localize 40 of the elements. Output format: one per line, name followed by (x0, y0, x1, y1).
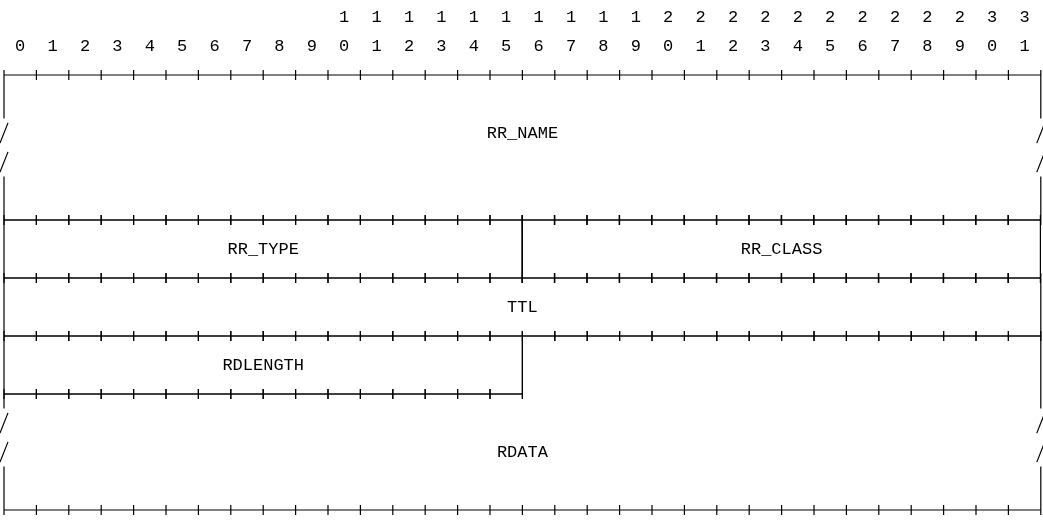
bit-number: 30 (987, 6, 998, 58)
bit-number: 22 (727, 6, 739, 58)
bit-number: 0 (15, 35, 26, 58)
field-box (0, 69, 1043, 226)
bit-number: 4 (144, 35, 155, 58)
bit-number: 28 (922, 6, 933, 58)
bit-number: 1 (47, 35, 58, 58)
field-box (0, 330, 1043, 516)
bit-number: 27 (889, 6, 901, 58)
bit-number: 13 (436, 6, 447, 58)
field-name: RDLENGTH (222, 356, 304, 374)
bit-number: 25 (825, 6, 836, 58)
field-name: TTL (507, 298, 538, 316)
bit-number: 19 (630, 6, 641, 58)
bit-number: 14 (468, 6, 479, 58)
bit-number: 23 (760, 6, 771, 58)
bit-number: 24 (792, 6, 803, 58)
bit-number: 8 (274, 35, 285, 58)
bit-number: 11 (371, 6, 382, 58)
bit-number: 31 (1019, 6, 1030, 58)
bit-number: 15 (501, 6, 512, 58)
bit-number: 21 (695, 6, 706, 58)
bit-number: 2 (79, 35, 91, 58)
bit-number: 16 (533, 6, 544, 58)
bit-number: 10 (339, 6, 350, 58)
bit-number: 29 (954, 6, 965, 58)
bit-number: 5 (177, 35, 188, 58)
field-name: RDATA (496, 443, 548, 461)
bit-number: 12 (403, 6, 415, 58)
bit-number: 18 (598, 6, 609, 58)
bit-number: 3 (112, 35, 123, 58)
field-name: RR_TYPE (227, 240, 299, 258)
bit-number: 17 (565, 6, 577, 58)
bit-number: 9 (306, 35, 317, 58)
bit-number: 7 (241, 35, 253, 58)
bit-number: 6 (209, 35, 220, 58)
bit-number: 20 (663, 6, 674, 58)
field-name: RR_CLASS (740, 240, 823, 258)
field-name: RR_NAME (486, 124, 559, 142)
bit-number: 26 (857, 6, 868, 58)
